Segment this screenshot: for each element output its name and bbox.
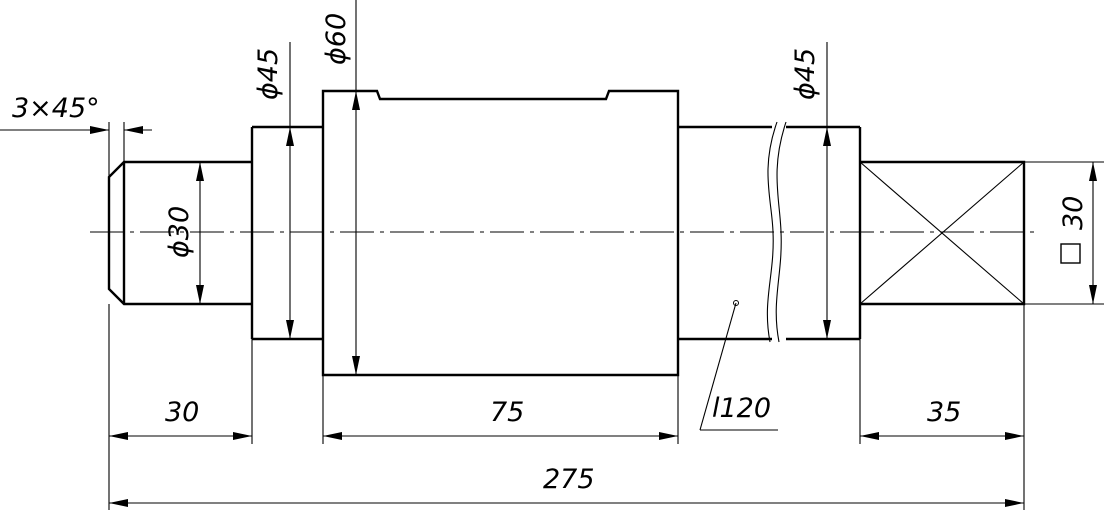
main-body <box>321 89 680 377</box>
extension-lines <box>108 304 1025 510</box>
len-total-label: 275 <box>543 464 595 495</box>
chamfer-dimension: 3×45° <box>0 93 152 177</box>
shaft-outline <box>107 89 1026 377</box>
len-left-label: 30 <box>165 397 199 428</box>
len-left-dimension: 30 <box>109 397 252 440</box>
dia-main-label: ϕ60 <box>321 13 352 65</box>
dia-right-shoulder-dimension: ϕ45 <box>790 42 831 339</box>
square-dimension: 30 <box>1024 161 1104 305</box>
square-label: 30 <box>1058 196 1089 230</box>
len-main-label: 75 <box>490 397 524 428</box>
chamfer-label: 3×45° <box>12 93 100 124</box>
end-journal <box>107 160 252 306</box>
square-end <box>860 160 1026 306</box>
len-break-label: l120 <box>712 393 771 424</box>
len-right-dimension: 35 <box>860 397 1024 440</box>
dia-left-shoulder-label: ϕ45 <box>253 48 284 100</box>
square-flat-diagonal-2 <box>859 161 1025 305</box>
len-total-dimension: 275 <box>109 464 1024 507</box>
dia-end-label: ϕ30 <box>164 206 195 258</box>
dia-end-dimension: ϕ30 <box>164 162 204 304</box>
square-symbol-icon <box>1060 243 1081 264</box>
len-right-label: 35 <box>927 397 961 428</box>
dia-main-dimension: ϕ60 <box>321 0 360 375</box>
dia-right-shoulder-label: ϕ45 <box>790 48 821 100</box>
dia-left-shoulder-dimension: ϕ45 <box>253 42 294 339</box>
right-shoulder <box>678 125 862 341</box>
len-break-leader: l120 <box>699 300 778 431</box>
left-shoulder <box>250 125 323 341</box>
len-main-dimension: 75 <box>323 397 678 440</box>
